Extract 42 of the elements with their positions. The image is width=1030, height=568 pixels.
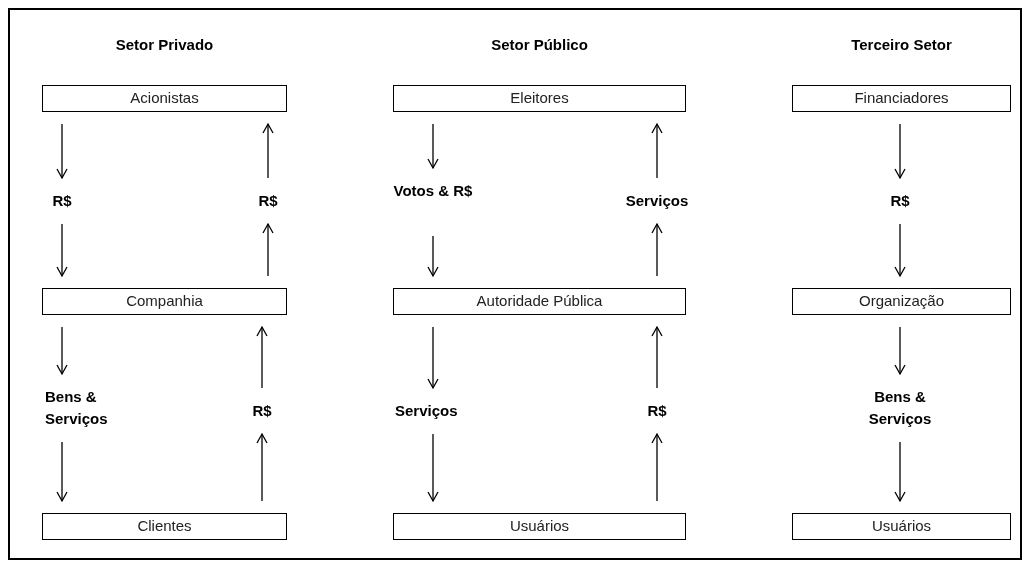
- column-heading: Setor Público: [490, 35, 589, 55]
- flow-label: Bens & Serviços: [850, 386, 950, 430]
- flow-label: R$: [246, 190, 290, 212]
- flow-label: R$: [240, 400, 284, 422]
- arrow: [256, 326, 268, 389]
- entity-box: Companhia: [42, 288, 287, 315]
- arrow: [427, 326, 439, 389]
- arrow: [56, 123, 68, 179]
- flow-label: Serviços: [612, 190, 702, 212]
- flow-label: Serviços: [395, 400, 485, 422]
- arrow: [894, 223, 906, 277]
- arrow: [651, 223, 663, 277]
- arrow: [56, 441, 68, 502]
- entity-box: Usuários: [393, 513, 686, 540]
- arrow: [56, 223, 68, 277]
- entity-box: Acionistas: [42, 85, 287, 112]
- entity-box: Financiadores: [792, 85, 1011, 112]
- entity-box: Autoridade Pública: [393, 288, 686, 315]
- entity-box: Usuários: [792, 513, 1011, 540]
- arrow: [651, 433, 663, 502]
- entity-box: Eleitores: [393, 85, 686, 112]
- arrow: [427, 235, 439, 277]
- column-heading: Terceiro Setor: [850, 35, 953, 55]
- flow-label: R$: [40, 190, 84, 212]
- flow-label: Bens & Serviços: [45, 386, 145, 430]
- arrow: [894, 326, 906, 375]
- flow-label: Votos & R$: [393, 180, 473, 224]
- arrow: [427, 123, 439, 169]
- arrow: [894, 123, 906, 179]
- arrow: [56, 326, 68, 375]
- arrow: [894, 441, 906, 502]
- flow-label: R$: [635, 400, 679, 422]
- flow-label: R$: [878, 190, 922, 212]
- arrow: [262, 223, 274, 277]
- arrow: [256, 433, 268, 502]
- arrow: [651, 123, 663, 179]
- arrow: [262, 123, 274, 179]
- entity-box: Organização: [792, 288, 1011, 315]
- arrow: [651, 326, 663, 389]
- arrow: [427, 433, 439, 502]
- entity-box: Clientes: [42, 513, 287, 540]
- column-heading: Setor Privado: [114, 35, 215, 55]
